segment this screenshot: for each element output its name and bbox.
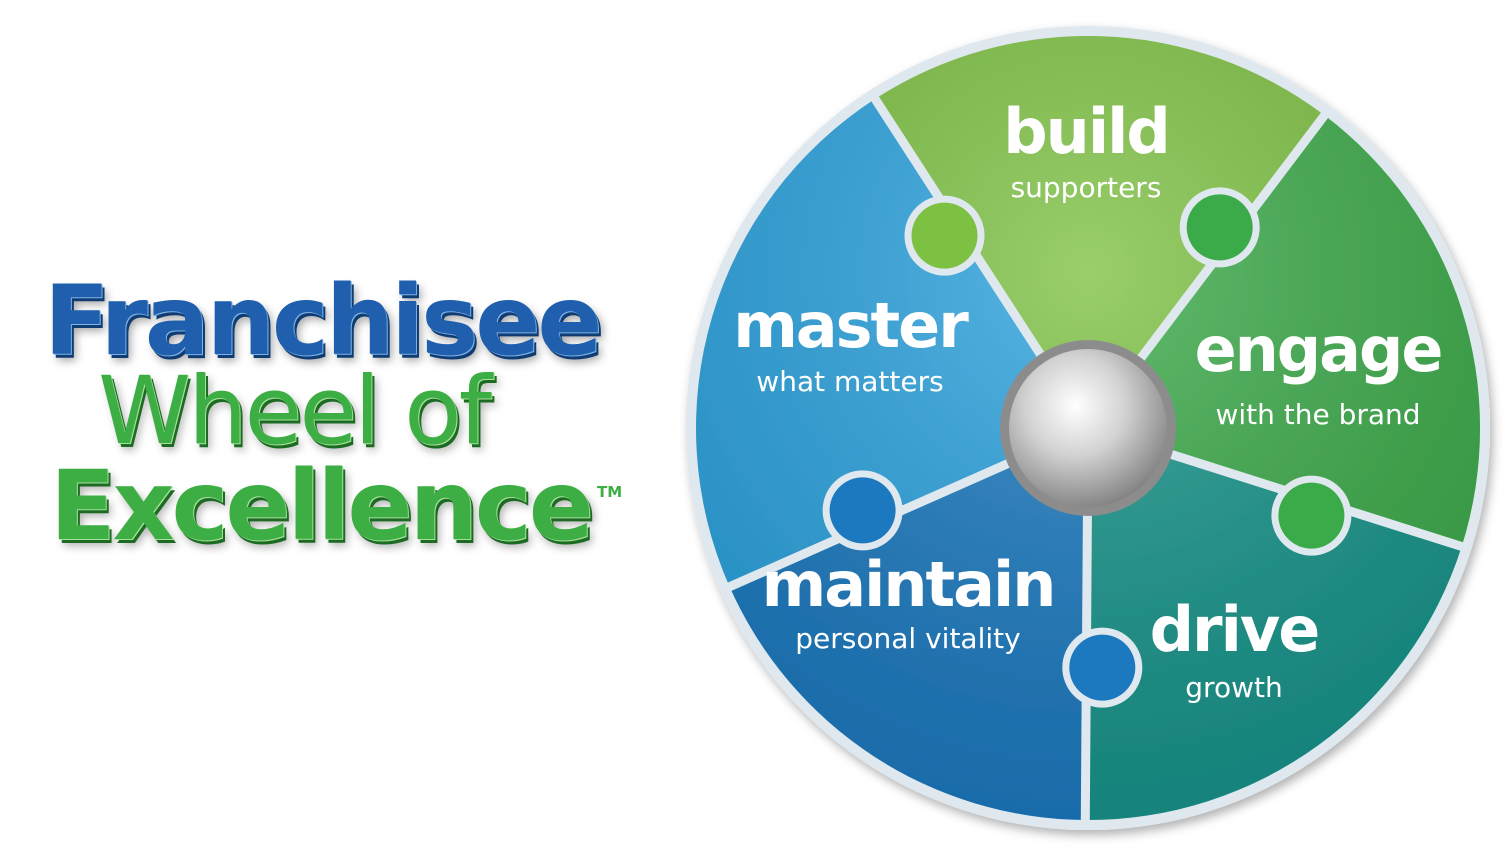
segment-subtitle-drive: growth — [1185, 671, 1282, 704]
wheel-labels: build supporters engage with the brand d… — [733, 95, 1443, 704]
puzzle-knobs — [822, 187, 1352, 708]
segment-title-drive: drive — [1150, 593, 1319, 666]
segment-subtitle-build: supporters — [1011, 171, 1162, 204]
segment-title-build: build — [1003, 95, 1168, 168]
segment-title-maintain: maintain — [762, 548, 1055, 621]
wheel-body — [686, 26, 1490, 830]
hub-silver-ball — [1009, 349, 1167, 507]
segment-subtitle-engage: with the brand — [1215, 398, 1420, 431]
segment-subtitle-master: what matters — [756, 365, 943, 398]
puzzle-knob — [1186, 194, 1253, 261]
wheel-logo-title: Franchisee Wheel of Excellence TM — [38, 265, 638, 585]
logo-line-franchisee: Franchisee — [44, 265, 602, 377]
segment-title-engage: engage — [1195, 313, 1442, 386]
logo-line-excellence: Excellence — [50, 450, 594, 562]
segment-subtitle-maintain: personal vitality — [795, 622, 1020, 655]
puzzle-knob — [829, 477, 896, 544]
segment-title-master: master — [733, 289, 969, 362]
puzzle-knob — [1069, 634, 1136, 701]
puzzle-knob — [911, 202, 978, 269]
puzzle-knob — [1278, 482, 1345, 549]
trademark-symbol: TM — [597, 483, 623, 501]
logo-line-wheel-of: Wheel of — [98, 357, 492, 466]
wheel-hub — [1000, 340, 1176, 516]
